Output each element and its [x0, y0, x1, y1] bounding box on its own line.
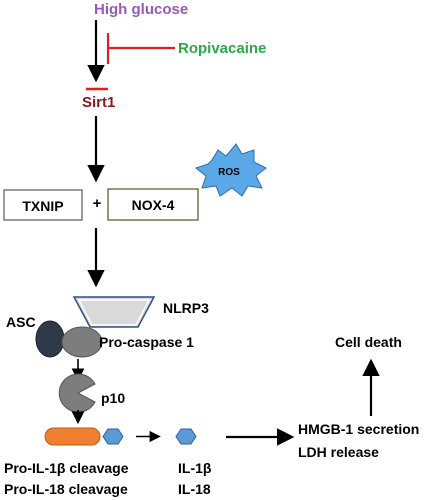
- nox4-label: NOX-4: [132, 197, 175, 213]
- txnip-box: [3, 189, 83, 221]
- pro-il-hexagon: [102, 428, 124, 445]
- pro-caspase-shape: [61, 326, 103, 358]
- nox4-box: [107, 188, 199, 221]
- asc-label: ASC: [6, 314, 36, 330]
- pro-il1b-label: Pro-IL-1β cleavage: [4, 460, 129, 476]
- high-glucose-label: High glucose: [94, 1, 188, 18]
- ldh-label: LDH release: [298, 444, 379, 460]
- pro-caspase-label: Pro-caspase 1: [99, 334, 194, 350]
- plus-sign: +: [93, 195, 102, 212]
- il18-label: IL-18: [178, 481, 211, 497]
- il1b-label: IL-1β: [178, 460, 212, 476]
- p10-label: p10: [101, 390, 125, 406]
- p10-pacman-icon: [58, 373, 96, 413]
- txnip-label: TXNIP: [22, 198, 63, 214]
- ropivacaine-label: Ropivacaine: [178, 40, 266, 57]
- sirt1-label: Sirt1: [82, 94, 115, 111]
- pro-il-capsule: [44, 427, 101, 446]
- cell-death-label: Cell death: [335, 334, 402, 350]
- nlrp3-label: NLRP3: [163, 300, 209, 316]
- ros-label: ROS: [218, 167, 240, 178]
- asc-shape: [35, 320, 65, 358]
- nlrp3-shape: [72, 296, 156, 328]
- hmgb1-label: HMGB-1 secretion: [298, 421, 419, 437]
- mature-il-hexagon: [175, 428, 197, 445]
- ros-burst-icon: [194, 143, 267, 197]
- pro-il18-label: Pro-IL-18 cleavage: [4, 481, 128, 497]
